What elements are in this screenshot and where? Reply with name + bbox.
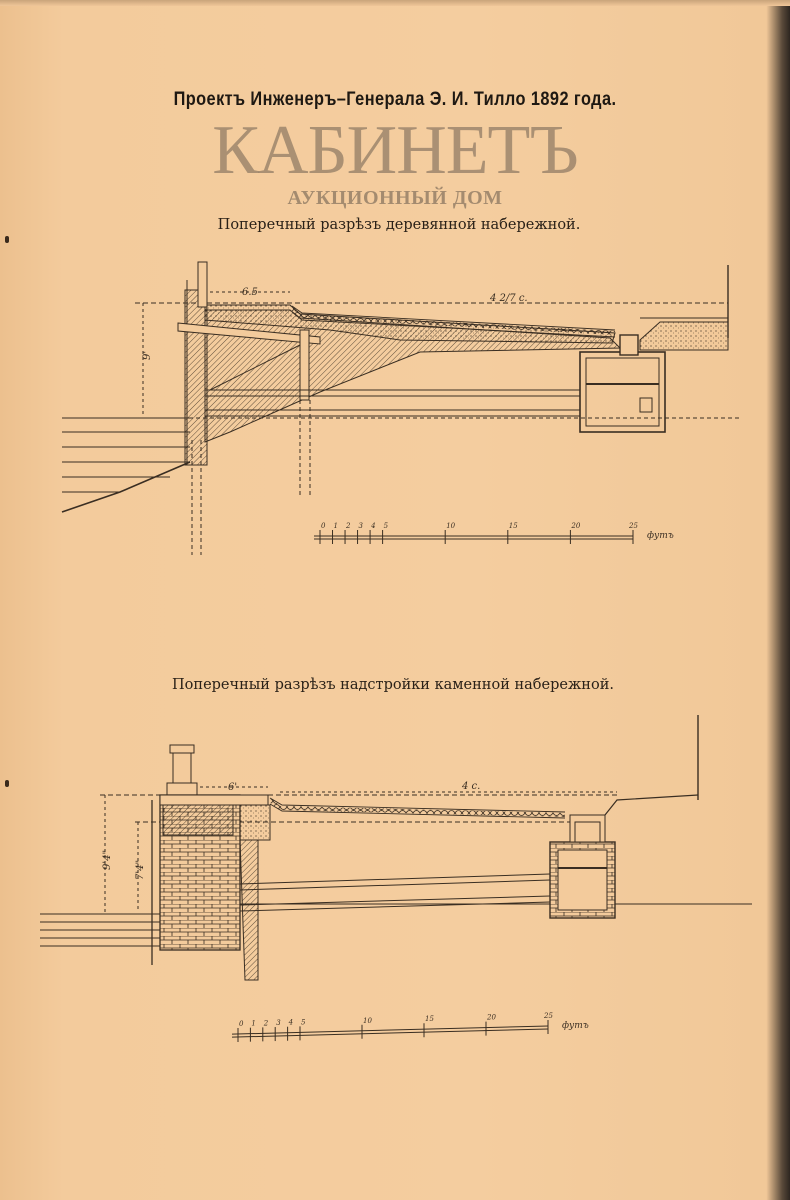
scale-tick-label: 1 — [251, 1020, 255, 1028]
scale-unit: футъ — [647, 531, 674, 541]
scale-tick-label: 25 — [543, 1012, 553, 1020]
watermark-subtitle: АУКЦИОННЫЙ ДОМ — [287, 187, 503, 209]
scale-tick-label: 2 — [263, 1019, 269, 1027]
scale-tick-label: 10 — [363, 1017, 372, 1025]
dim-height-inner: 7'4" — [135, 860, 146, 880]
scale-tick-label: 2 — [345, 522, 351, 530]
page-title: Проектъ Инженеръ–Генерала Э. И. Тилло 18… — [173, 89, 617, 110]
scale-tick-label: 0 — [321, 522, 326, 530]
dim-height: 9' — [142, 351, 153, 360]
dim-width: 6.5 — [242, 287, 258, 298]
binding-hole — [5, 236, 9, 243]
scale-tick-label: 20 — [570, 522, 580, 530]
binding-hole — [5, 780, 9, 787]
scale-unit: футъ — [562, 1021, 589, 1031]
cobble-paving — [290, 306, 616, 335]
scale-tick-label: 4 — [288, 1019, 293, 1027]
watermark-logo: КАБИНЕТЪ — [212, 112, 578, 189]
scale-line — [231, 1025, 549, 1035]
mooring-bollard — [166, 744, 198, 796]
scale-line — [231, 1028, 549, 1038]
timber-wall — [184, 289, 208, 466]
roadway — [639, 321, 729, 351]
collector-chamber — [549, 814, 616, 919]
dim-slope: 4 2/7 c. — [489, 293, 528, 304]
figure2-drawing: 9'4" 7'4" 6' 4 c. — [40, 715, 752, 1042]
riverbed-slope — [61, 461, 191, 513]
scale-tick-label: 25 — [628, 522, 638, 530]
scale-tick-label: 3 — [276, 1019, 281, 1027]
mooring-post — [197, 261, 208, 308]
scale-tick-label: 15 — [509, 522, 518, 530]
drain-pipes — [140, 389, 740, 419]
drain-pipes — [239, 873, 551, 912]
scale-tick-label: 10 — [446, 522, 455, 530]
scale-tick-label: 4 — [370, 522, 375, 530]
scale-tick-label: 5 — [301, 1018, 306, 1026]
figure2-caption: Поперечный разрѣзъ надстройки каменной н… — [172, 677, 614, 693]
collector-chamber — [579, 334, 666, 433]
dim-slope: 4 c. — [461, 781, 480, 792]
roadway — [604, 794, 699, 816]
scale-tick-label: 20 — [486, 1014, 496, 1022]
scale-tick-label: 15 — [425, 1015, 434, 1023]
dim-width: 6' — [228, 782, 237, 793]
pile — [299, 329, 310, 401]
figure1-caption: Поперечный разрѣзъ деревянной набережной… — [217, 217, 581, 233]
scale-tick-label: 1 — [334, 522, 338, 530]
dim-height-outer: 9'4" — [102, 850, 113, 870]
page-top-edge — [0, 0, 790, 6]
scale-tick-label: 5 — [384, 522, 389, 530]
water-lines — [40, 913, 160, 947]
cross-beam — [177, 322, 321, 345]
pile-guide-lines — [191, 400, 311, 555]
scale-tick-label: 0 — [239, 1020, 244, 1028]
scale-tick-label: 3 — [359, 522, 364, 530]
cobble-paving — [268, 798, 566, 817]
water-lines — [62, 417, 190, 493]
watermark: КАБИНЕТЪ АУКЦИОННЫЙ ДОМ — [0, 116, 790, 212]
